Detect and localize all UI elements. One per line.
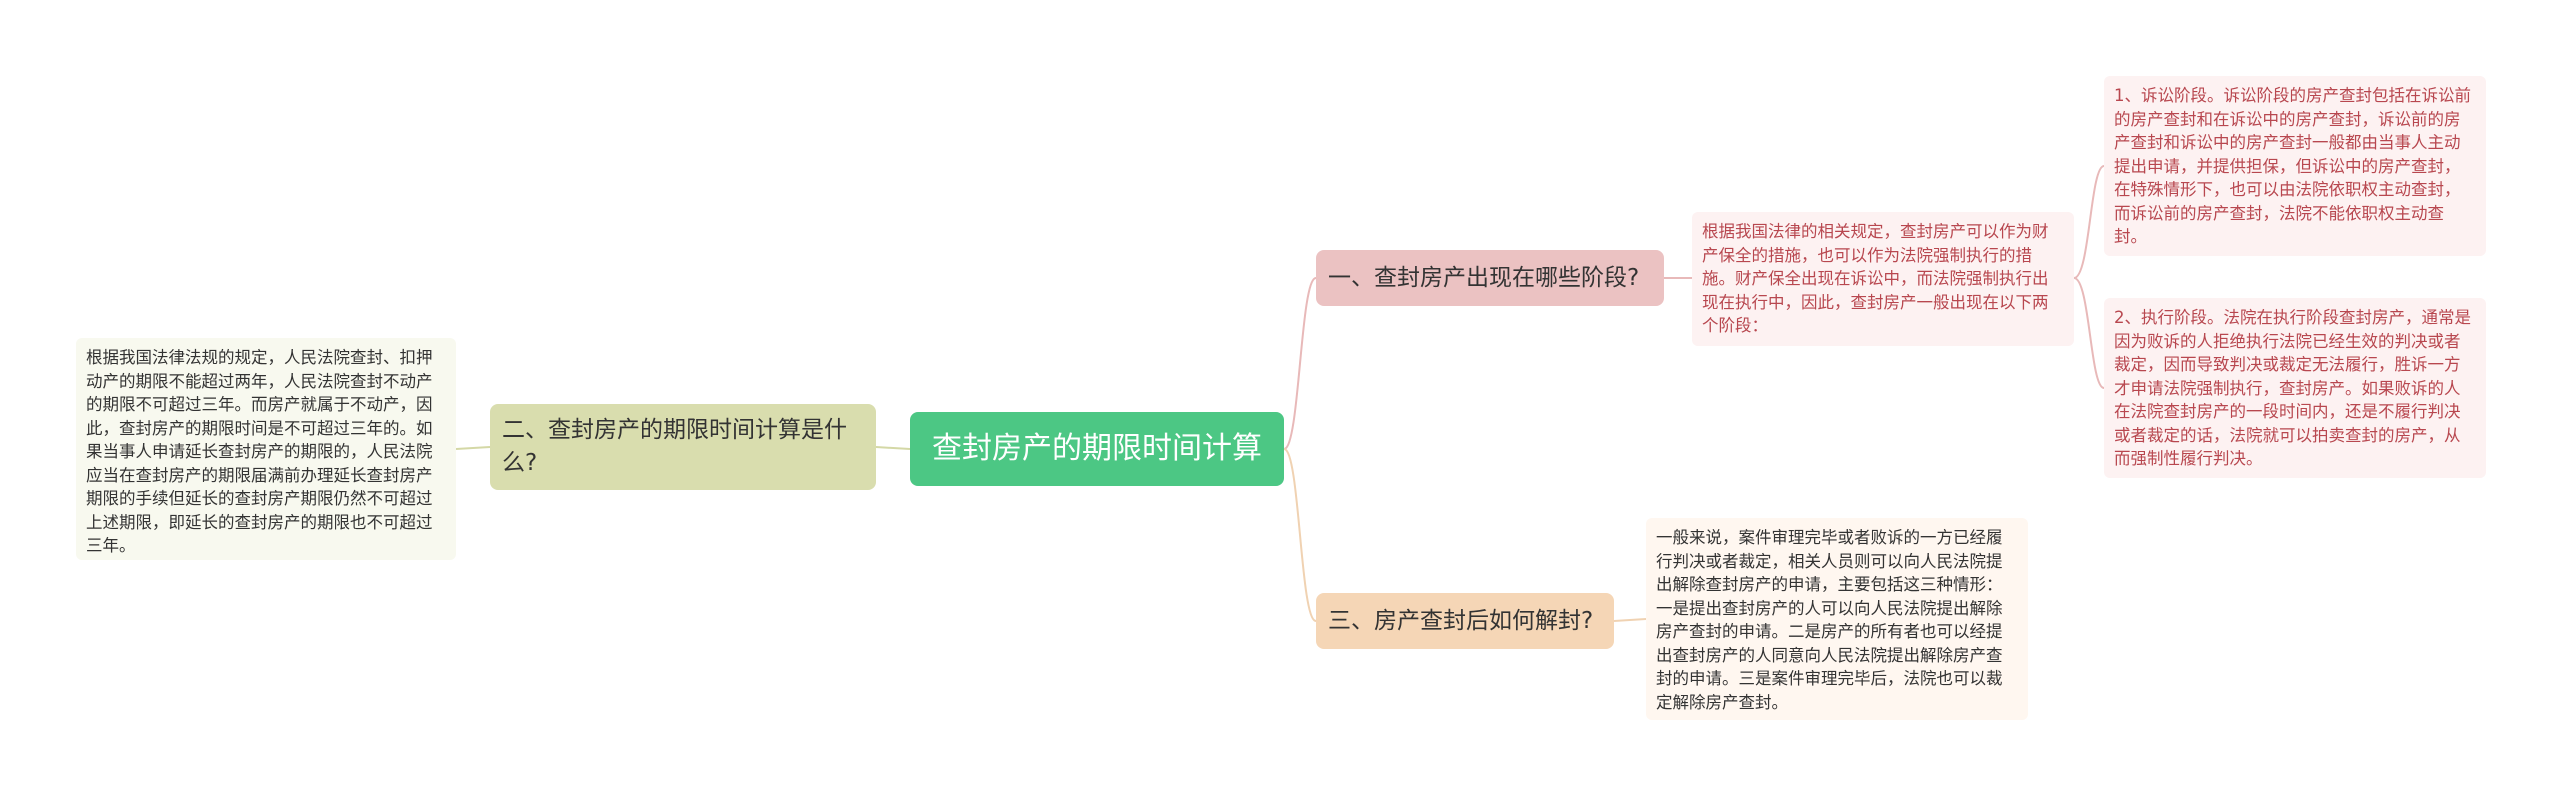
sub-leaf-litigation-stage[interactable]: 1、诉讼阶段。诉讼阶段的房产查封包括在诉讼前的房产查封和在诉讼中的房产查封，诉讼… xyxy=(2104,76,2486,256)
connector-branch3-leaf xyxy=(1613,618,1647,622)
root-topic[interactable]: 查封房产的期限时间计算 xyxy=(910,412,1284,486)
branch-period-calculation[interactable]: 二、查封房产的期限时间计算是什么? xyxy=(490,404,876,490)
branch-stages[interactable]: 一、查封房产出现在哪些阶段? xyxy=(1316,250,1664,306)
connector-leaf1-sub1 xyxy=(2073,165,2105,279)
leaf-unseal-description[interactable]: 一般来说，案件审理完毕或者败诉的一方已经履行判决或者裁定，相关人员则可以向人民法… xyxy=(1646,518,2028,720)
leaf-period-description[interactable]: 根据我国法律法规的规定，人民法院查封、扣押动产的期限不能超过两年，人民法院查封不… xyxy=(76,338,456,560)
connector-leaf1-sub2 xyxy=(2073,277,2105,389)
connector-root-branch1 xyxy=(1283,277,1317,450)
leaf-stages-description[interactable]: 根据我国法律的相关规定，查封房产可以作为财产保全的措施，也可以作为法院强制执行的… xyxy=(1692,212,2074,346)
connector-root-branch3 xyxy=(1283,448,1317,622)
sub-leaf-execution-stage[interactable]: 2、执行阶段。法院在执行阶段查封房产，通常是因为败诉的人拒绝执行法院已经生效的判… xyxy=(2104,298,2486,478)
connector-root-branch2 xyxy=(875,446,911,450)
connector-branch2-leaf xyxy=(455,446,491,450)
branch-unseal[interactable]: 三、房产查封后如何解封? xyxy=(1316,593,1614,649)
